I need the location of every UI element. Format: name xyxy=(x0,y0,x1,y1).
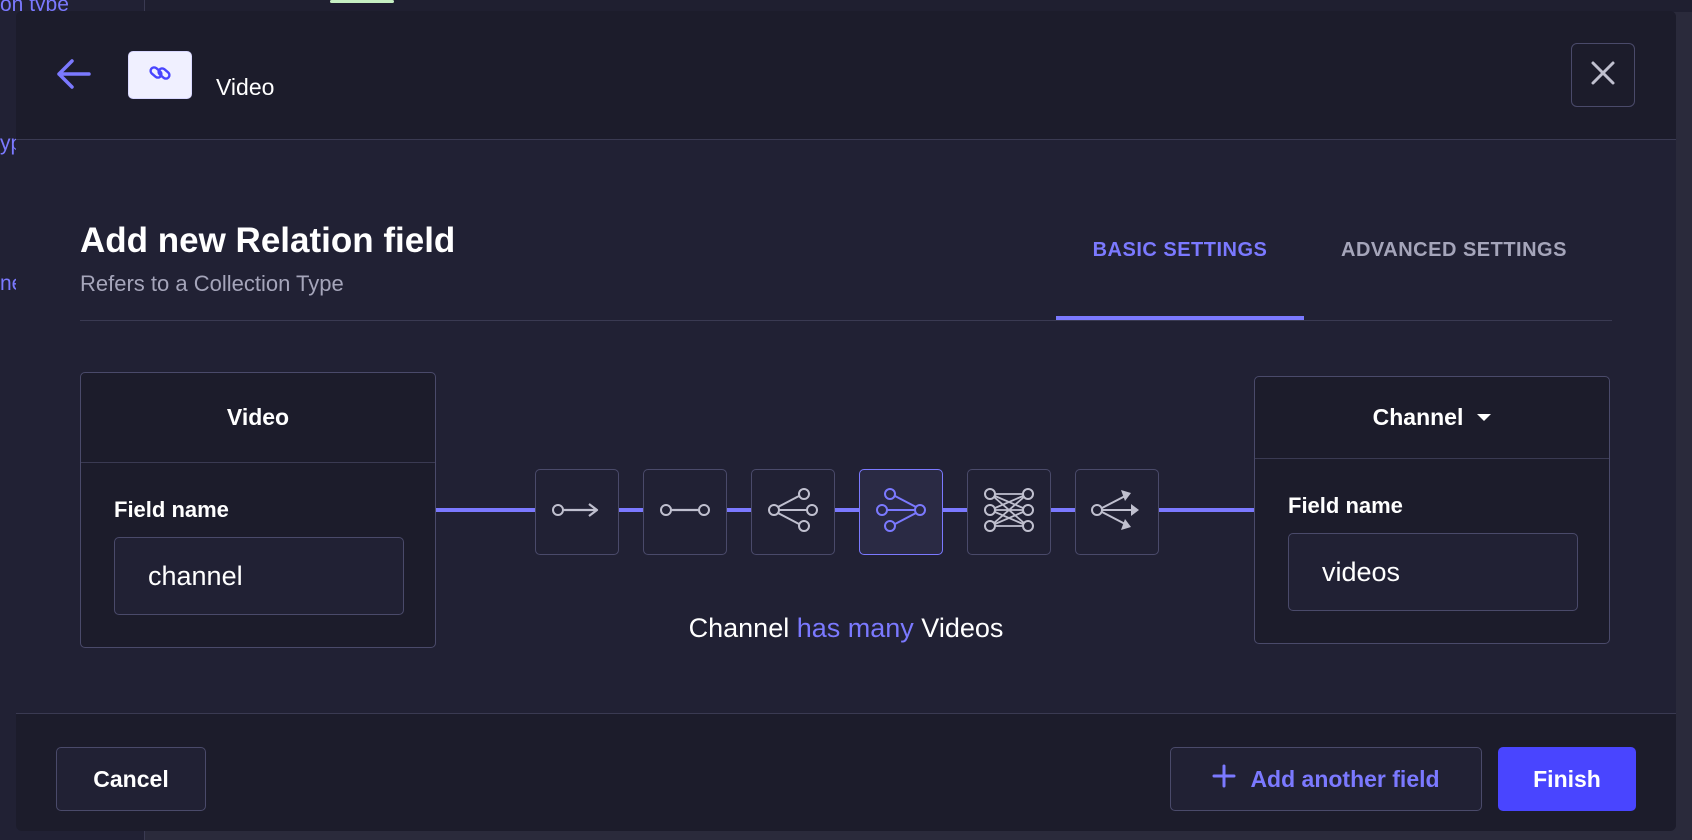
modal-header: Video xyxy=(16,11,1676,140)
add-another-field-button[interactable]: Add another field xyxy=(1170,747,1482,811)
active-tab-indicator xyxy=(1056,316,1304,320)
source-field-name-input[interactable]: channel xyxy=(114,537,404,615)
close-button[interactable] xyxy=(1571,43,1635,107)
relation-many-way-button[interactable] xyxy=(1075,469,1159,555)
many-way-relation-icon xyxy=(1091,488,1143,537)
tabs-divider xyxy=(80,320,1612,321)
relation-connector-line xyxy=(436,508,1254,512)
relation-description: Channel has many Videos xyxy=(16,613,1676,644)
one-to-one-relation-icon xyxy=(660,500,710,525)
many-to-many-relation-icon xyxy=(984,487,1034,537)
modal-body: Add new Relation field Refers to a Colle… xyxy=(16,141,1676,713)
tab-basic-settings[interactable]: BASIC SETTINGS xyxy=(1092,239,1268,261)
relation-one-to-one-button[interactable] xyxy=(643,469,727,555)
close-icon xyxy=(1590,60,1616,91)
cancel-button[interactable]: Cancel xyxy=(56,747,206,811)
source-entity-card: Video Field name channel xyxy=(80,372,436,648)
add-another-field-label: Add another field xyxy=(1250,765,1440,792)
back-button[interactable] xyxy=(54,56,94,96)
finish-button[interactable]: Finish xyxy=(1498,747,1636,811)
page-subtitle: Refers to a Collection Type xyxy=(80,271,344,296)
relation-field-modal: Video Add new Relation field Refers to a… xyxy=(16,11,1676,831)
plus-icon xyxy=(1212,764,1236,794)
one-way-relation-icon xyxy=(552,500,602,525)
relation-subject: Channel xyxy=(688,613,790,643)
tab-advanced-settings[interactable]: ADVANCED SETTINGS xyxy=(1341,239,1567,261)
target-field-name-input[interactable]: videos xyxy=(1288,533,1578,611)
background-topbar xyxy=(145,0,1692,12)
target-field-label: Field name xyxy=(1288,493,1403,518)
source-entity-name: Video xyxy=(81,373,435,463)
target-entity-name: Channel xyxy=(1372,404,1464,430)
target-entity-select[interactable]: Channel xyxy=(1255,377,1609,459)
modal-footer: Cancel Add another field Finish xyxy=(16,713,1676,831)
arrow-left-icon xyxy=(56,58,92,95)
relation-many-to-one-button[interactable] xyxy=(859,469,943,555)
relation-verb: has many xyxy=(796,613,914,643)
modal-header-title: Video xyxy=(216,74,275,100)
link-icon xyxy=(147,60,173,91)
chevron-down-icon xyxy=(1477,414,1492,421)
relation-one-way-button[interactable] xyxy=(535,469,619,555)
relation-object: Videos xyxy=(921,613,1004,643)
relation-many-to-many-button[interactable] xyxy=(967,469,1051,555)
one-to-many-relation-icon xyxy=(768,487,818,537)
source-field-label: Field name xyxy=(114,497,229,522)
many-to-one-relation-icon xyxy=(876,487,926,537)
page-title: Add new Relation field xyxy=(80,221,456,260)
target-entity-card: Channel Field name videos xyxy=(1254,376,1610,644)
relation-one-to-many-button[interactable] xyxy=(751,469,835,555)
relation-type-badge xyxy=(128,51,192,99)
background-badge xyxy=(330,0,394,3)
